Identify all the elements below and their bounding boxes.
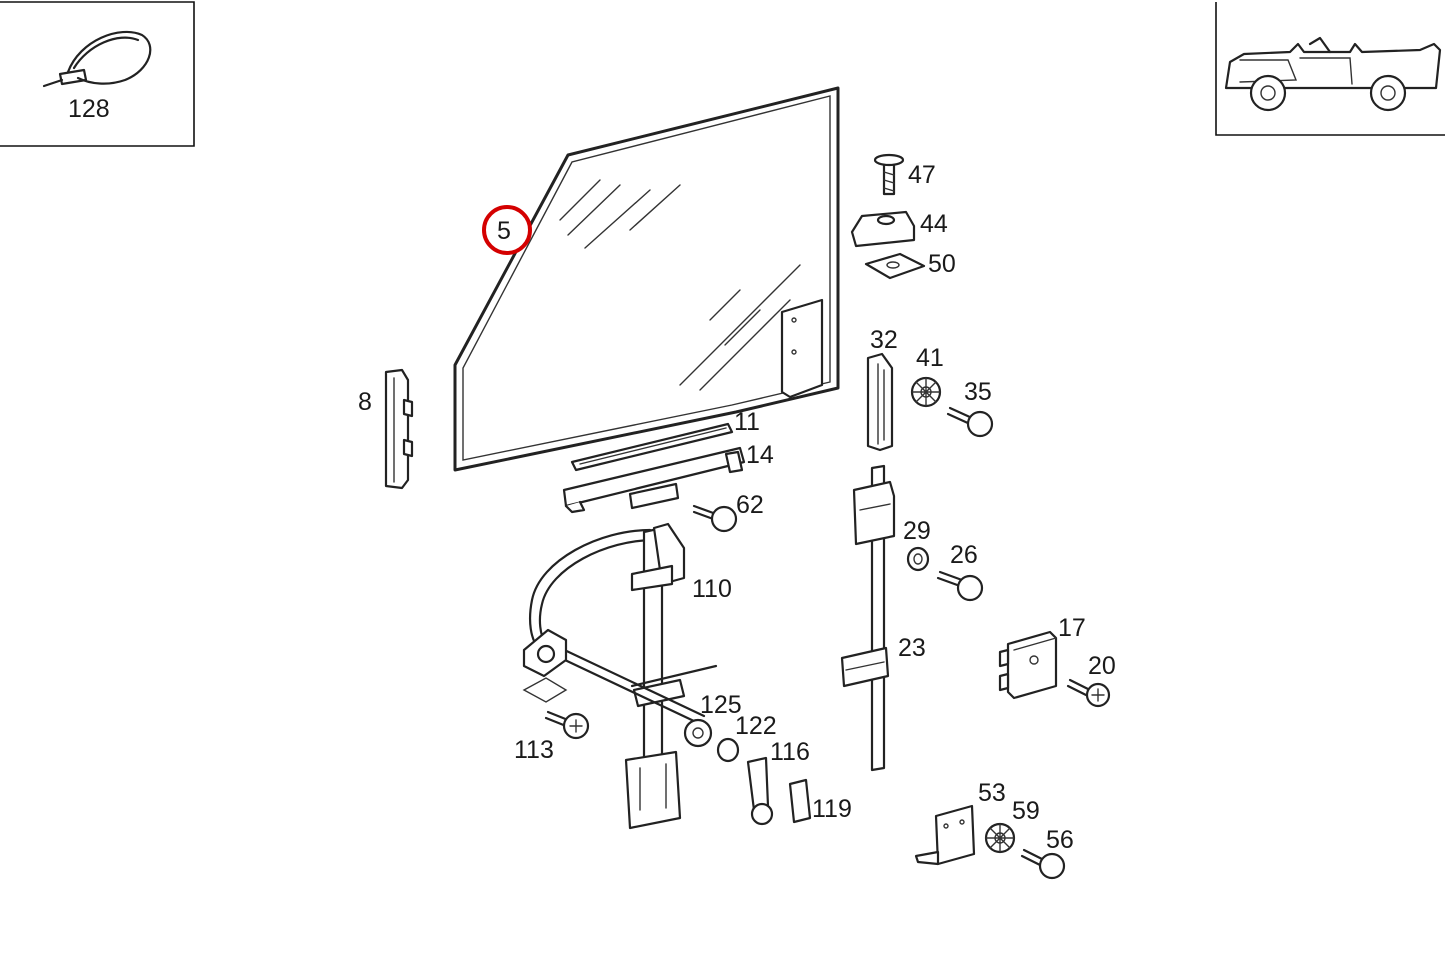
inset-vehicle[interactable] (1215, 2, 1445, 136)
label-53: 53 (978, 779, 1006, 807)
label-14: 14 (746, 441, 774, 469)
label-122: 122 (735, 712, 777, 740)
label-11: 11 (734, 408, 760, 436)
label-5: 5 (497, 217, 511, 245)
label-56: 56 (1046, 826, 1074, 854)
part-35-bolt[interactable]: 35 (946, 378, 994, 438)
part-47-screw[interactable]: 47 (873, 153, 936, 196)
part-110-regulator[interactable]: 110 (529, 522, 732, 830)
label-29: 29 (903, 517, 931, 545)
part-11-channel[interactable]: 11 (570, 408, 760, 472)
part-56-bolt[interactable]: 56 (1020, 826, 1074, 880)
label-62: 62 (736, 491, 764, 519)
label-59: 59 (1012, 797, 1040, 825)
part-14-lift-channel[interactable]: 14 (562, 441, 774, 514)
label-41: 41 (916, 344, 944, 372)
part-122-bushing[interactable]: 122 (716, 712, 777, 763)
part-26-bolt[interactable]: 26 (936, 541, 984, 602)
callout-5-highlighted[interactable]: 5 (482, 205, 532, 255)
label-119: 119 (812, 795, 852, 823)
part-8-guide[interactable]: 8 (358, 368, 414, 490)
part-17-block[interactable]: 17 (998, 614, 1086, 700)
inset-cable-tie[interactable]: 128 (0, 1, 195, 147)
label-20: 20 (1088, 652, 1116, 680)
regulator-pivot (522, 628, 568, 703)
part-41-star-washer[interactable]: 41 (910, 344, 944, 408)
label-116: 116 (770, 738, 810, 766)
part-119-stop[interactable]: 119 (788, 778, 852, 824)
part-5-window-glass[interactable] (453, 86, 840, 472)
label-35: 35 (964, 378, 992, 406)
cable-tie-icon (42, 30, 152, 88)
part-59-star-washer[interactable]: 59 (984, 797, 1040, 854)
label-47: 47 (908, 161, 936, 189)
label-50: 50 (928, 250, 956, 278)
convertible-vehicle-icon (1224, 36, 1442, 112)
part-29-washer[interactable]: 29 (903, 517, 931, 572)
label-26: 26 (950, 541, 978, 569)
part-113-screw[interactable]: 113 (514, 710, 590, 764)
part-62-screw[interactable]: 62 (692, 491, 764, 533)
label-23: 23 (898, 634, 926, 662)
glass-bracket (780, 298, 824, 399)
part-50-nut-plate[interactable]: 50 (864, 250, 956, 280)
label-32: 32 (870, 326, 898, 354)
label-8: 8 (358, 388, 372, 416)
part-23-guide-rail[interactable]: 23 (840, 464, 926, 772)
label-17: 17 (1058, 614, 1086, 642)
part-53-bracket[interactable]: 53 (914, 779, 1006, 866)
part-125-roller[interactable]: 125 (683, 691, 742, 748)
part-32-rail[interactable]: 32 (866, 326, 898, 452)
label-128: 128 (68, 95, 110, 123)
label-113: 113 (514, 736, 554, 764)
label-125: 125 (700, 691, 742, 719)
label-44: 44 (920, 210, 948, 238)
label-110: 110 (692, 575, 732, 603)
part-116-clip[interactable]: 116 (746, 738, 810, 826)
part-44-clamp[interactable]: 44 (850, 210, 948, 248)
part-20-screw[interactable]: 20 (1066, 652, 1116, 708)
